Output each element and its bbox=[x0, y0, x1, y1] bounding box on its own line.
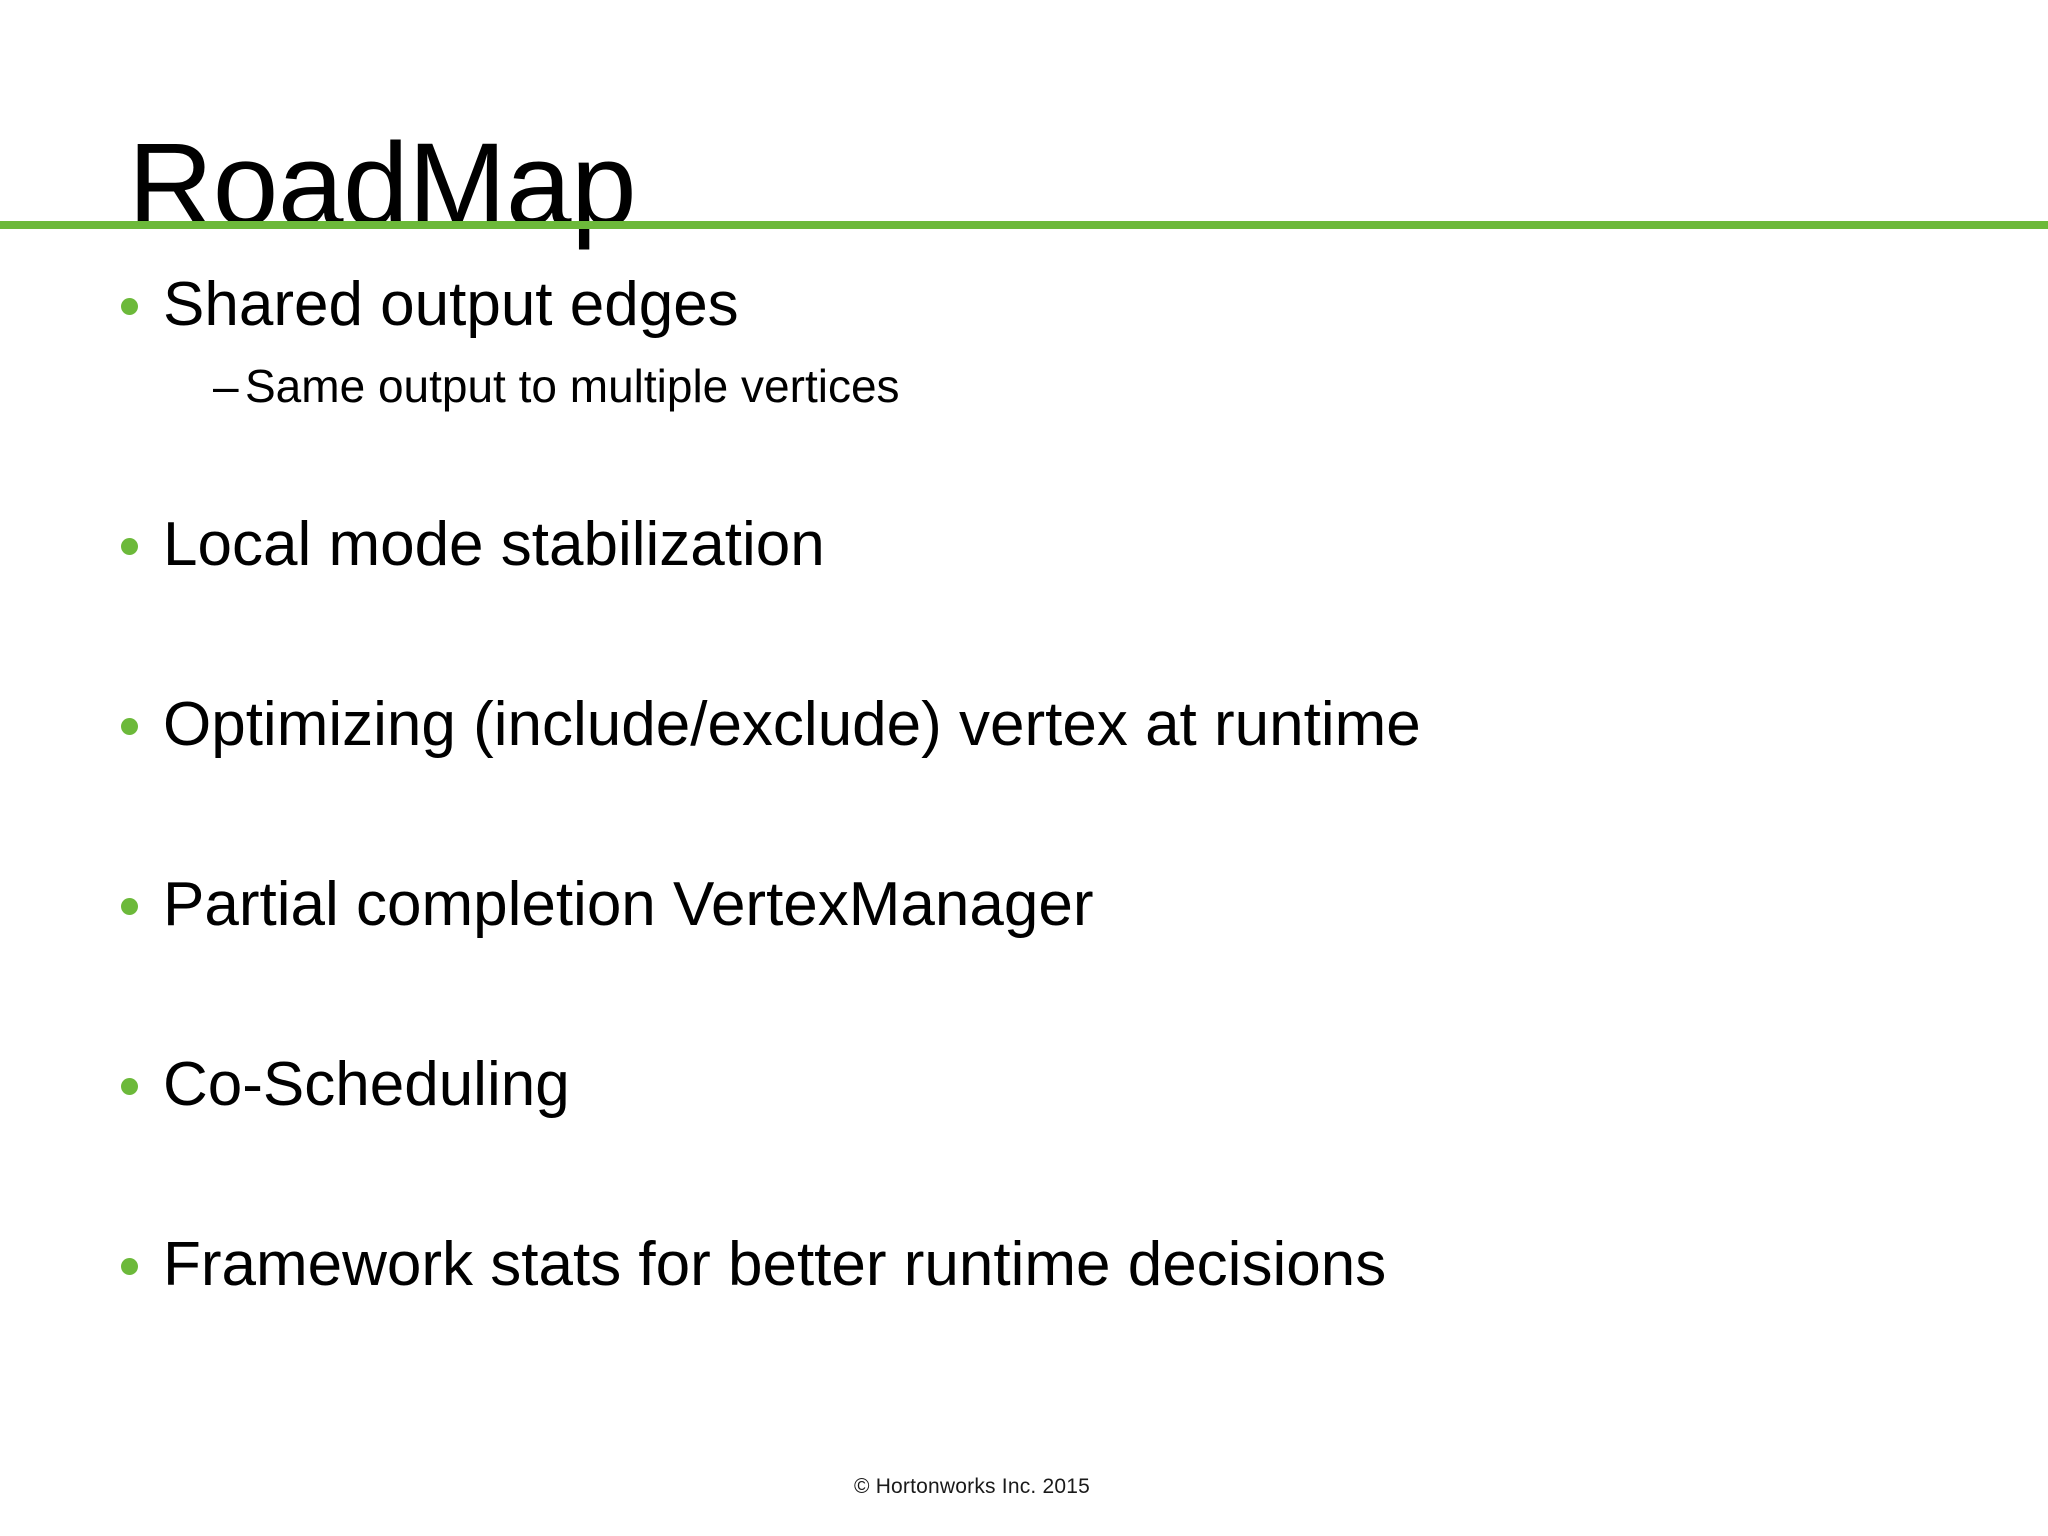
list-item: Co-Scheduling bbox=[0, 1042, 2048, 1222]
bullet-row: Co-Scheduling bbox=[0, 1042, 2048, 1128]
bullet-dot-icon bbox=[121, 1258, 138, 1275]
list-item: Framework stats for better runtime decis… bbox=[0, 1222, 2048, 1402]
bullet-label: Optimizing (include/exclude) vertex at r… bbox=[163, 690, 1421, 759]
bullet-row: Shared output edges bbox=[0, 262, 2048, 348]
bullet-label: Framework stats for better runtime decis… bbox=[163, 1230, 1387, 1299]
bullet-row: Optimizing (include/exclude) vertex at r… bbox=[0, 682, 2048, 768]
bullet-row: Partial completion VertexManager bbox=[0, 862, 2048, 948]
slide-footer-copyright: © Hortonworks Inc. 2015 bbox=[853, 1475, 1090, 1498]
bullet-dot-icon bbox=[121, 1078, 138, 1095]
dash-icon: – bbox=[213, 360, 239, 412]
title-divider-rule bbox=[0, 221, 2048, 229]
bullet-label: Partial completion VertexManager bbox=[163, 870, 1094, 939]
list-item: Local mode stabilization bbox=[0, 502, 2048, 682]
bullet-label: Co-Scheduling bbox=[163, 1050, 570, 1119]
sub-bullet-label: Same output to multiple vertices bbox=[245, 360, 900, 412]
list-item: Shared output edges – Same output to mul… bbox=[0, 262, 2048, 502]
list-item: Partial completion VertexManager bbox=[0, 862, 2048, 1042]
bullet-dot-icon bbox=[121, 298, 138, 315]
bullet-dot-icon bbox=[121, 718, 138, 735]
sub-bullet-row: – Same output to multiple vertices bbox=[0, 350, 2048, 422]
bullet-list: Shared output edges – Same output to mul… bbox=[0, 262, 2048, 1382]
list-item: Optimizing (include/exclude) vertex at r… bbox=[0, 682, 2048, 862]
bullet-dot-icon bbox=[121, 898, 138, 915]
page-title: RoadMap bbox=[128, 119, 637, 252]
bullet-row: Local mode stabilization bbox=[0, 502, 2048, 588]
bullet-label: Local mode stabilization bbox=[163, 510, 825, 579]
bullet-row: Framework stats for better runtime decis… bbox=[0, 1222, 2048, 1308]
bullet-dot-icon bbox=[121, 538, 138, 555]
bullet-label: Shared output edges bbox=[163, 270, 739, 339]
